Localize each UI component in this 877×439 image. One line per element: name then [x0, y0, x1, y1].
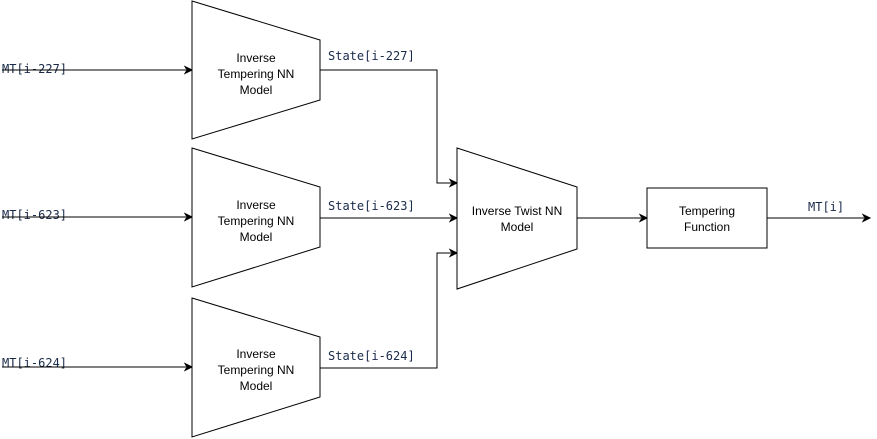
tempering-model-623-line-1: Inverse [236, 198, 276, 212]
input-arrow-624 [2, 362, 194, 372]
input-label-mt-624: MT[i-624] [2, 356, 67, 370]
output-arrow [767, 213, 872, 223]
tempering-model-227-line-3: Model [240, 83, 273, 97]
tempering-function-line-2: Function [684, 220, 730, 234]
twist-to-function-arrow [577, 213, 649, 223]
input-label-mt-227: MT[i-227] [2, 62, 67, 76]
tempering-model-227: Inverse Tempering NN Model [191, 0, 321, 140]
tempering-model-227-line-1: Inverse [236, 51, 276, 65]
state-label-227: State[i-227] [328, 49, 415, 63]
tempering-model-623-line-3: Model [240, 230, 273, 244]
state-connector-623 [320, 213, 459, 223]
output-label: MT[i] [808, 200, 844, 214]
tempering-model-624-line-1: Inverse [236, 347, 276, 361]
tempering-model-624: Inverse Tempering NN Model [191, 297, 321, 438]
twist-model-line-1: Inverse Twist NN [472, 204, 562, 218]
input-arrow-227 [2, 65, 194, 75]
input-arrow-623 [2, 212, 194, 222]
input-label-mt-623: MT[i-623] [2, 208, 67, 222]
state-connector-624 [320, 248, 459, 369]
tempering-model-227-line-2: Tempering NN [218, 67, 295, 81]
twist-model-line-2: Model [501, 220, 534, 234]
state-label-623: State[i-623] [328, 199, 415, 213]
state-connector-227 [320, 69, 459, 188]
twist-model: Inverse Twist NN Model [456, 147, 578, 290]
tempering-model-623-line-2: Tempering NN [218, 214, 295, 228]
tempering-model-624-line-2: Tempering NN [218, 363, 295, 377]
tempering-function-line-1: Tempering [679, 204, 735, 218]
tempering-function-box: Tempering Function [646, 187, 768, 249]
tempering-model-624-line-3: Model [240, 379, 273, 393]
tempering-model-623: Inverse Tempering NN Model [191, 147, 321, 288]
state-label-624: State[i-624] [328, 349, 415, 363]
